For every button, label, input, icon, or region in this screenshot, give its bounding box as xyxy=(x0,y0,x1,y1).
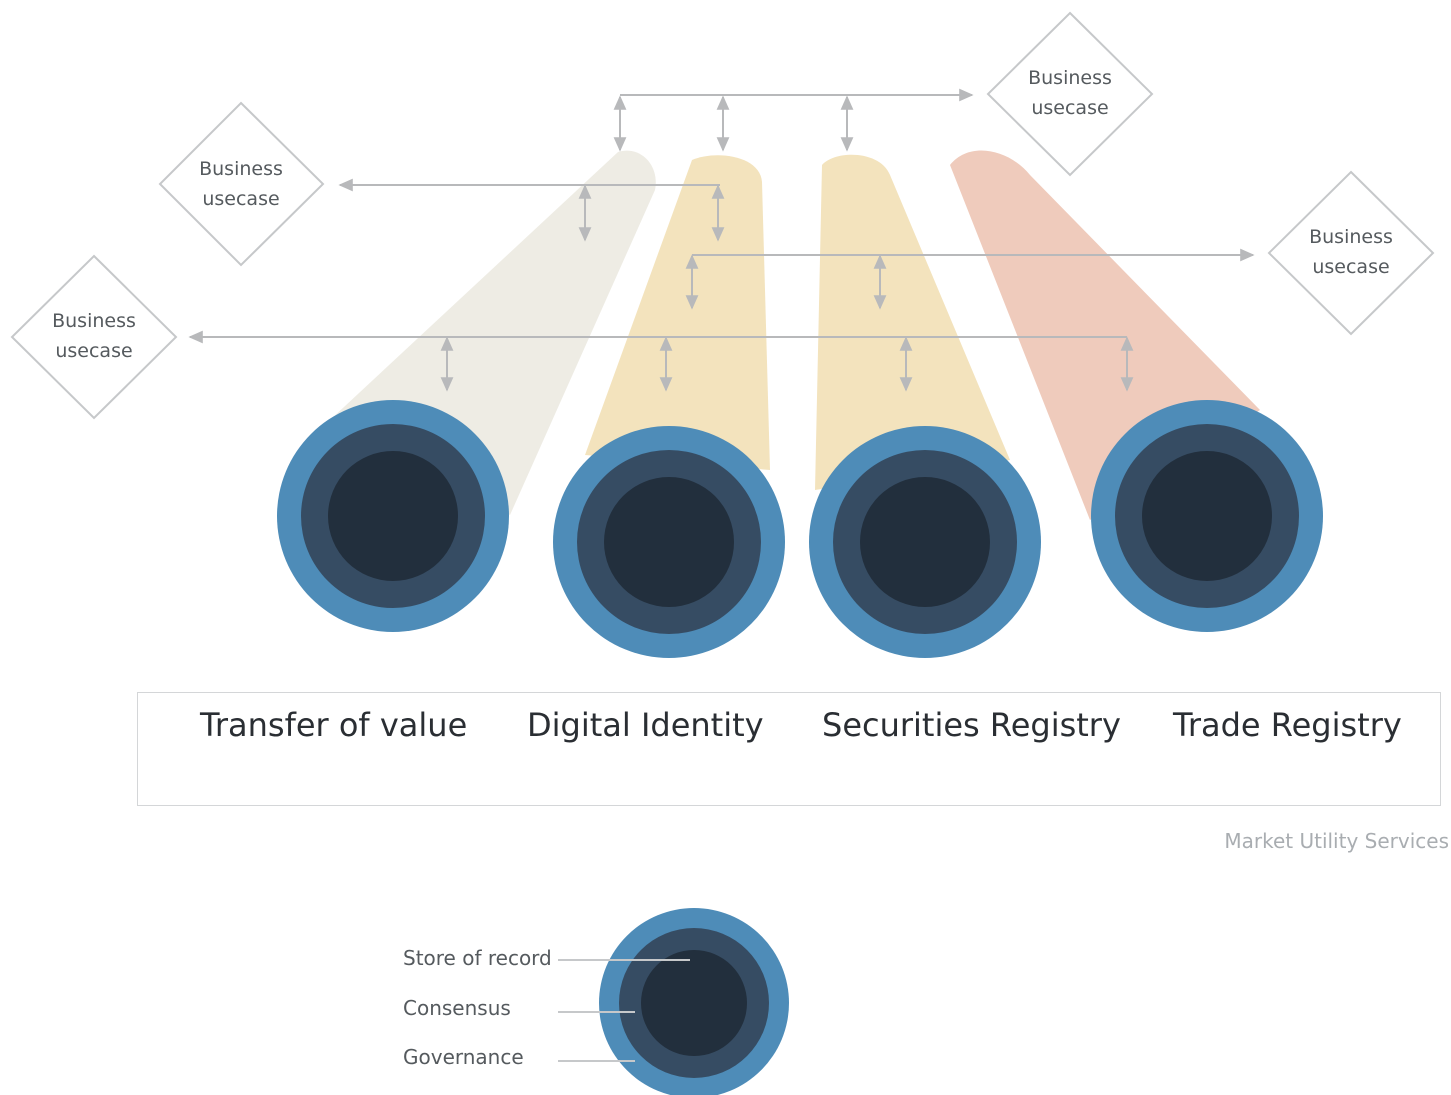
label-trade-registry: Trade Registry xyxy=(1173,706,1402,744)
legend-consensus: Consensus xyxy=(403,996,511,1020)
cylinder-trade-registry xyxy=(1091,400,1323,632)
usecase-line1: Business xyxy=(199,158,283,180)
cylinder-transfer-of-value xyxy=(277,400,509,632)
legend-cylinder xyxy=(599,908,789,1095)
usecase-line1: Business xyxy=(52,310,136,332)
usecase-line2: usecase xyxy=(1312,256,1389,278)
label-transfer-of-value: Transfer of value xyxy=(200,706,468,744)
business-usecase-lower-left: Business usecase xyxy=(10,254,178,420)
usecase-line2: usecase xyxy=(202,188,279,210)
cylinder-securities-registry xyxy=(809,426,1041,658)
connectors xyxy=(188,88,1255,392)
business-usecase-top-right: Business usecase xyxy=(986,11,1154,177)
label-securities-registry: Securities Registry xyxy=(822,706,1121,744)
business-usecase-right: Business usecase xyxy=(1267,170,1435,336)
business-usecase-upper-left: Business usecase xyxy=(158,101,325,267)
legend-store-of-record: Store of record xyxy=(403,946,552,970)
usecase-line2: usecase xyxy=(55,340,132,362)
legend-governance: Governance xyxy=(403,1045,524,1069)
beam-securities-registry xyxy=(815,154,1010,490)
cylinder-digital-identity xyxy=(553,426,785,658)
legend-leader-lines xyxy=(558,959,690,1062)
label-digital-identity: Digital Identity xyxy=(527,706,764,744)
usecase-line2: usecase xyxy=(1031,97,1108,119)
market-utility-services-box xyxy=(137,692,1441,806)
market-utility-services-caption: Market Utility Services xyxy=(1224,829,1449,853)
usecase-line1: Business xyxy=(1028,67,1112,89)
usecase-line1: Business xyxy=(1309,226,1393,248)
